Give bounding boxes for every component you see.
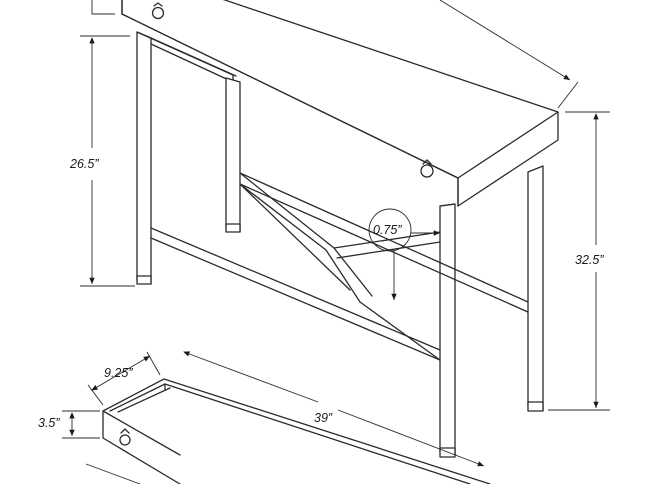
drawer-pull-icon: [420, 159, 434, 178]
dim-drawer-depth: 9.25”: [104, 366, 133, 380]
table-frame: [136, 31, 544, 458]
dim-drawer-width: 39”: [314, 411, 333, 425]
table-top: [121, 0, 559, 207]
dim-frame-thickness: 0.75”: [373, 223, 402, 237]
console-table: [121, 0, 559, 458]
dim-drawer-height: 3.5”: [38, 416, 60, 430]
dim-total-height: 32.5”: [575, 253, 604, 267]
drawer: [102, 378, 491, 484]
drawer-pull-icon: [151, 2, 165, 20]
drawer-pull-icon: [119, 428, 131, 446]
dim-leg-clearance: 26.5”: [69, 157, 99, 171]
dimension-annotations: 26.5” 32.5” 0.75” 9.25” 39” 3.5”: [38, 0, 610, 484]
